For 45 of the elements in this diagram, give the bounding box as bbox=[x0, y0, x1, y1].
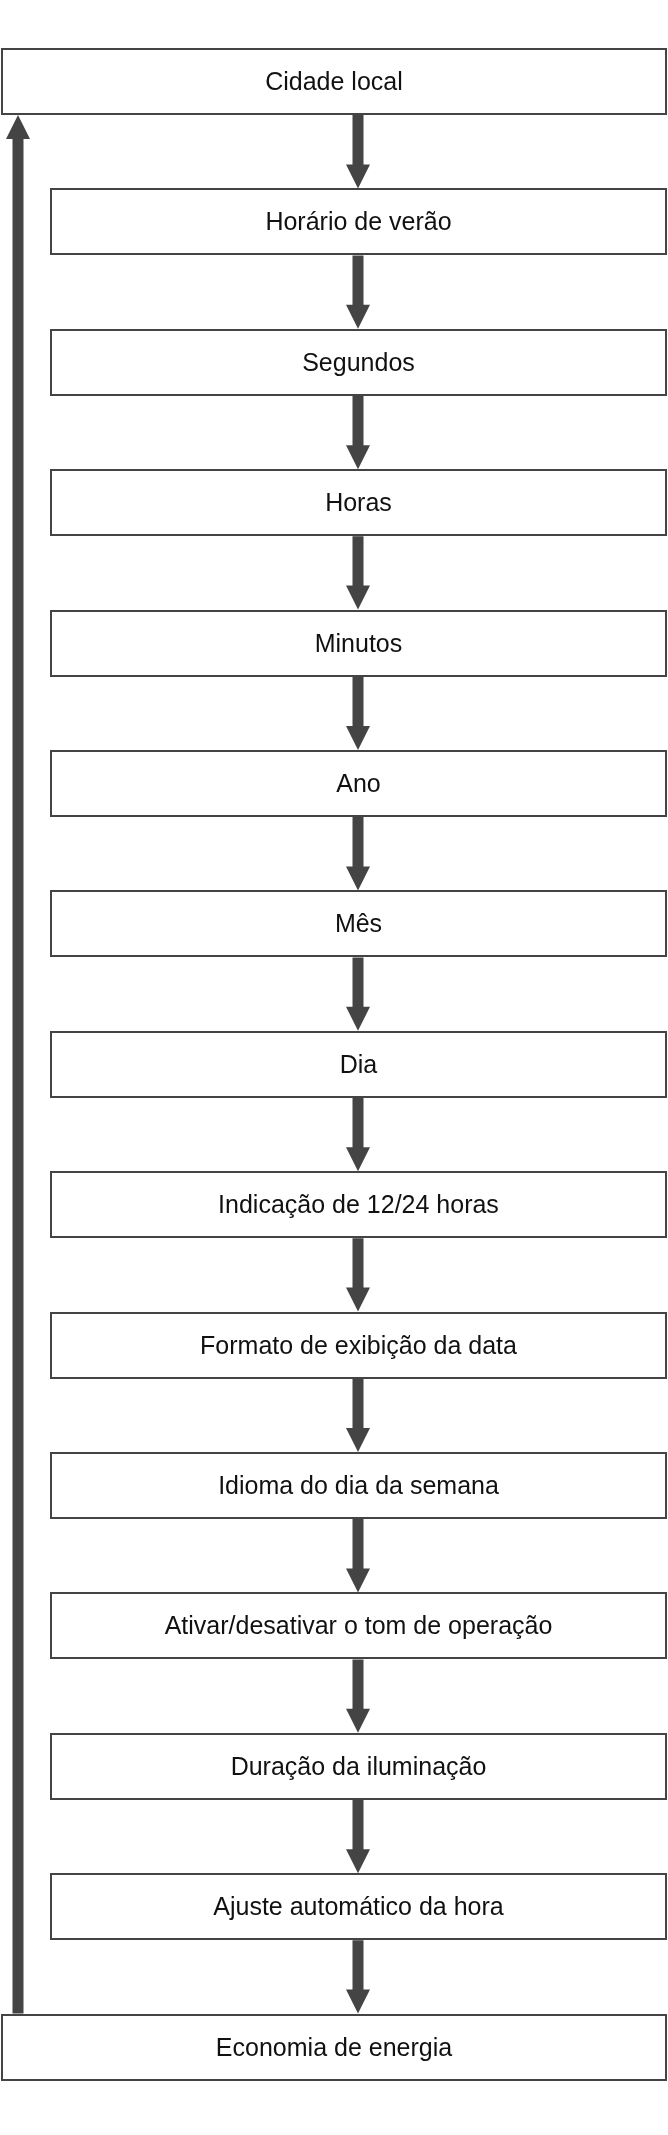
arrow bbox=[346, 395, 370, 470]
process-box bbox=[50, 609, 667, 677]
arrow bbox=[346, 1940, 370, 2014]
process-box bbox=[50, 1873, 667, 1941]
process-box bbox=[50, 328, 667, 396]
box-label: Dia bbox=[339, 1049, 378, 1079]
process-box bbox=[50, 750, 667, 817]
box-label: Duração da iluminação bbox=[230, 1751, 487, 1781]
process-box bbox=[50, 469, 667, 537]
arrow bbox=[346, 115, 370, 189]
process-box bbox=[50, 1592, 667, 1660]
box-label: Economia de energia bbox=[215, 2032, 453, 2062]
box-label: Ano bbox=[336, 769, 381, 798]
box-label: Ativar/desativar o tom de operação bbox=[164, 1611, 553, 1641]
arrow bbox=[346, 1519, 370, 1593]
process-box bbox=[50, 1452, 667, 1519]
arrow bbox=[6, 115, 30, 2014]
process-box bbox=[50, 1311, 667, 1379]
arrow bbox=[346, 957, 370, 1031]
process-box bbox=[1, 2013, 667, 2081]
process-box bbox=[50, 890, 667, 958]
arrow bbox=[346, 1799, 370, 1874]
box-label: Formato de exibição da data bbox=[200, 1330, 517, 1360]
box-label: Mês bbox=[334, 909, 383, 939]
box-label: Minutos bbox=[314, 628, 403, 658]
arrow bbox=[346, 1238, 370, 1312]
process-box bbox=[50, 1732, 667, 1800]
box-label: Indicação de 12/24 horas bbox=[218, 1190, 499, 1220]
arrow bbox=[346, 536, 370, 610]
process-box bbox=[50, 1171, 667, 1239]
process-box bbox=[1, 48, 667, 115]
box-label: Horas bbox=[325, 488, 392, 518]
arrow bbox=[346, 255, 370, 329]
box-label: Horário de verão bbox=[265, 207, 452, 237]
arrow bbox=[346, 817, 370, 891]
arrow bbox=[346, 1378, 370, 1452]
box-label: Ajuste automático da hora bbox=[213, 1892, 504, 1922]
process-box bbox=[50, 1030, 667, 1098]
process-box bbox=[50, 188, 667, 256]
arrow bbox=[346, 676, 370, 750]
box-label: Segundos bbox=[302, 347, 415, 377]
box-label: Cidade local bbox=[265, 67, 403, 96]
box-label: Idioma do dia da semana bbox=[218, 1471, 499, 1500]
arrow bbox=[346, 1659, 370, 1733]
arrow bbox=[346, 1097, 370, 1172]
